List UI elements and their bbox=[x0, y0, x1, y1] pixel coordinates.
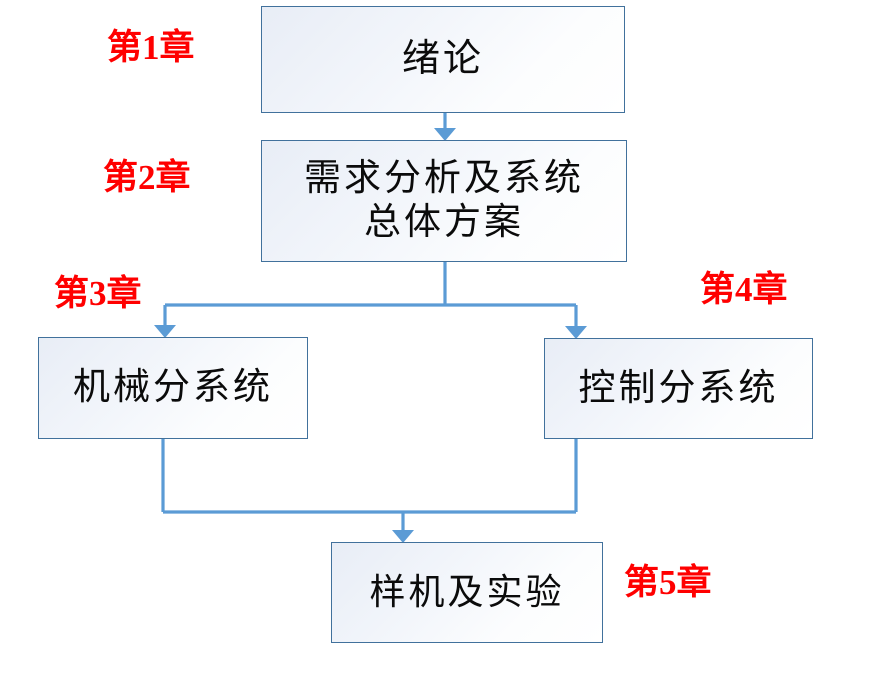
chapter-tag-3: 第3章 bbox=[54, 274, 142, 313]
node-control-subsystem-label: 控制分系统 bbox=[578, 367, 779, 409]
node-intro-label: 绪论 bbox=[401, 38, 484, 81]
node-mechanical-subsystem[interactable]: 机械分系统 bbox=[38, 337, 308, 439]
chapter-tag-5: 第5章 bbox=[624, 563, 712, 602]
node-prototype-experiment-label: 样机及实验 bbox=[369, 572, 565, 613]
node-requirements[interactable]: 需求分析及系统 总体方案 bbox=[261, 140, 627, 262]
chapter-tag-4: 第4章 bbox=[700, 270, 788, 309]
chapter-tag-2: 第2章 bbox=[103, 158, 191, 197]
node-prototype-experiment[interactable]: 样机及实验 bbox=[331, 542, 603, 643]
node-requirements-label: 需求分析及系统 总体方案 bbox=[304, 158, 584, 243]
chapter-tag-1: 第1章 bbox=[107, 28, 195, 67]
node-control-subsystem[interactable]: 控制分系统 bbox=[544, 338, 813, 439]
node-mechanical-subsystem-label: 机械分系统 bbox=[73, 367, 273, 409]
node-intro[interactable]: 绪论 bbox=[261, 6, 625, 113]
